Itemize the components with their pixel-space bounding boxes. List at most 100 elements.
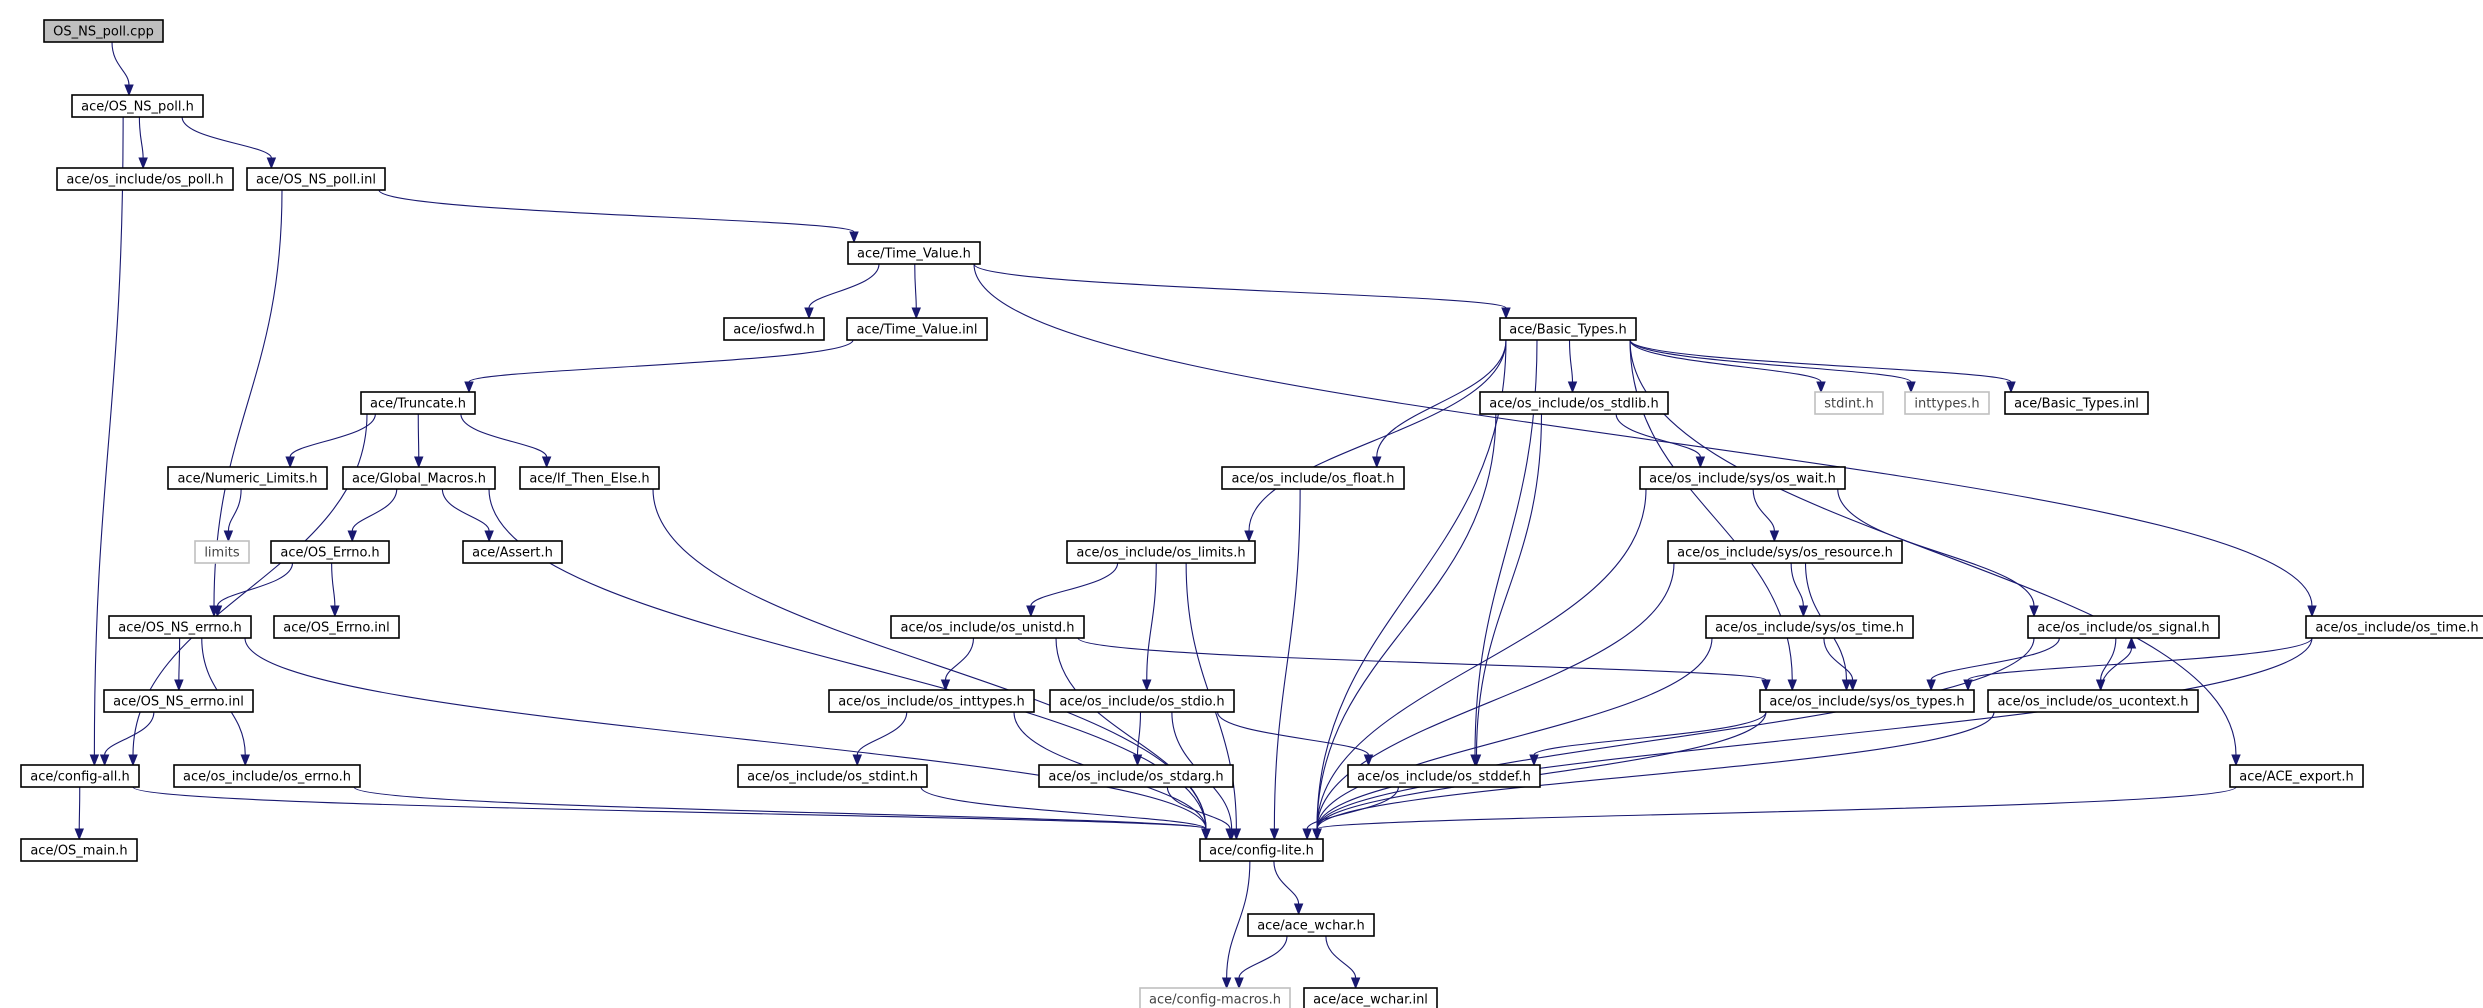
node-box xyxy=(847,241,981,265)
node-ace-os-include-os-time-h[interactable]: ace/os_include/os_time.h xyxy=(2305,615,2483,639)
node-label: ace/ace_wchar.inl xyxy=(1313,993,1428,1008)
edge-line xyxy=(1136,711,1142,756)
node-ace-os-include-os-stdio-h[interactable]: ace/os_include/os_stdio.h xyxy=(1049,689,1235,713)
edge-n25-n32 xyxy=(1077,637,1771,692)
node-ace-os-include-sys-os-types-h[interactable]: ace/os_include/sys/os_types.h xyxy=(1759,689,1975,713)
node-ace-os-include-os-stddef-h[interactable]: ace/os_include/os_stddef.h xyxy=(1347,764,1541,788)
node-ace-ace-export-h[interactable]: ace/ACE_export.h xyxy=(2229,764,2364,788)
node-ace-os-include-os-inttypes-h[interactable]: ace/os_include/os_inttypes.h xyxy=(828,689,1035,713)
node-ace-os-include-os-errno-h[interactable]: ace/os_include/os_errno.h xyxy=(173,764,361,788)
edge-line xyxy=(227,488,242,532)
node-ace-os-include-os-stdlib-h[interactable]: ace/os_include/os_stdlib.h xyxy=(1479,391,1669,415)
node-ace-config-macros-h[interactable]: ace/config-macros.h xyxy=(1139,987,1291,1008)
node-ace-time-value-inl[interactable]: ace/Time_Value.inl xyxy=(846,317,988,341)
node-label: ace/os_include/os_stddef.h xyxy=(1357,770,1531,785)
node-ace-os-include-sys-os-wait-h[interactable]: ace/os_include/sys/os_wait.h xyxy=(1639,466,1846,490)
node-box xyxy=(194,540,250,564)
edge-n34-n41 xyxy=(132,786,1211,841)
edge-arrowhead xyxy=(1841,679,1852,692)
node-label: ace/os_include/sys/os_resource.h xyxy=(1677,546,1893,561)
node-ace-os-include-os-ucontext-h[interactable]: ace/os_include/os_ucontext.h xyxy=(1987,689,2199,713)
edge-arrowhead xyxy=(1847,679,1858,692)
edge-n31-n37 xyxy=(1132,711,1143,767)
edge-arrowhead xyxy=(1201,828,1211,841)
edge-n31-n38 xyxy=(1216,711,1374,767)
edge-line xyxy=(1248,339,1507,532)
edge-arrowhead xyxy=(99,754,110,767)
node-limits[interactable]: limits xyxy=(194,540,250,564)
edge-line xyxy=(1273,488,1301,830)
node-ace-os-ns-poll-h[interactable]: ace/OS_NS_poll.h xyxy=(71,94,204,118)
edge-line xyxy=(417,413,420,458)
node-ace-os-include-os-limits-h[interactable]: ace/os_include/os_limits.h xyxy=(1066,540,1256,564)
node-ace-numeric-limits-h[interactable]: ace/Numeric_Limits.h xyxy=(167,466,328,490)
node-stdint-h[interactable]: stdint.h xyxy=(1814,391,1884,415)
node-ace-os-include-os-signal-h[interactable]: ace/os_include/os_signal.h xyxy=(2027,615,2220,639)
node-ace-ace-wchar-h[interactable]: ace/ace_wchar.h xyxy=(1247,913,1375,937)
node-box xyxy=(108,615,252,639)
edge-n4-n7 xyxy=(973,263,1511,320)
node-box xyxy=(1639,466,1846,490)
node-label: ace/ace_wchar.h xyxy=(1257,919,1365,934)
edge-arrowhead xyxy=(911,307,921,320)
node-ace-os-errno-h[interactable]: ace/OS_Errno.h xyxy=(270,540,390,564)
node-ace-global-macros-h[interactable]: ace/Global_Macros.h xyxy=(342,466,496,490)
node-ace-config-lite-h[interactable]: ace/config-lite.h xyxy=(1199,838,1324,862)
edge-n13-n18 xyxy=(223,488,242,543)
node-ace-os-include-os-stdint-h[interactable]: ace/os_include/os_stdint.h xyxy=(737,764,928,788)
edge-line xyxy=(808,263,880,309)
edge-n4-n5 xyxy=(804,263,880,320)
edge-arrowhead xyxy=(940,679,951,692)
node-box xyxy=(1049,689,1235,713)
node-os-ns-poll-cpp[interactable]: OS_NS_poll.cpp xyxy=(43,19,164,43)
node-ace-os-include-os-float-h[interactable]: ace/os_include/os_float.h xyxy=(1221,466,1405,490)
edge-arrowhead xyxy=(1293,903,1304,916)
node-ace-ace-wchar-inl[interactable]: ace/ace_wchar.inl xyxy=(1303,987,1438,1008)
node-ace-basic-types-inl[interactable]: ace/Basic_Types.inl xyxy=(2004,391,2149,415)
node-box xyxy=(846,317,988,341)
edge-line xyxy=(1226,860,1251,979)
edge-line xyxy=(213,189,283,607)
edge-n42-n43 xyxy=(1234,935,1288,990)
edge-arrowhead xyxy=(1142,679,1152,692)
node-ace-if-then-else-h[interactable]: ace/If_Then_Else.h xyxy=(519,466,660,490)
edge-n41-n43 xyxy=(1221,860,1251,990)
node-ace-iosfwd-h[interactable]: ace/iosfwd.h xyxy=(723,317,825,341)
node-label: ace/os_include/os_time.h xyxy=(2315,621,2478,636)
edge-n41-n42 xyxy=(1273,860,1304,916)
edge-arrowhead xyxy=(330,605,340,618)
node-box xyxy=(2027,615,2220,639)
edge-arrowhead xyxy=(74,828,84,841)
node-ace-os-include-os-stdarg-h[interactable]: ace/os_include/os_stdarg.h xyxy=(1038,764,1234,788)
node-ace-os-include-sys-os-time-h[interactable]: ace/os_include/sys/os_time.h xyxy=(1705,615,1914,639)
edge-arrowhead xyxy=(1926,679,1936,692)
edge-n14-n19 xyxy=(347,488,398,543)
node-ace-truncate-h[interactable]: ace/Truncate.h xyxy=(360,391,476,415)
node-inttypes-h[interactable]: inttypes.h xyxy=(1904,391,1990,415)
node-box xyxy=(1199,838,1324,862)
edge-line xyxy=(1837,488,2035,607)
node-ace-os-include-os-poll-h[interactable]: ace/os_include/os_poll.h xyxy=(56,167,234,191)
node-ace-os-main-h[interactable]: ace/OS_main.h xyxy=(20,838,138,862)
node-ace-os-include-sys-os-resource-h[interactable]: ace/os_include/sys/os_resource.h xyxy=(1667,540,1903,564)
node-ace-basic-types-h[interactable]: ace/Basic_Types.h xyxy=(1499,317,1637,341)
edge-n8-n14 xyxy=(414,413,424,469)
node-ace-time-value-h[interactable]: ace/Time_Value.h xyxy=(847,241,981,265)
node-label: ace/os_include/os_stdio.h xyxy=(1059,695,1224,710)
node-ace-config-all-h[interactable]: ace/config-all.h xyxy=(20,764,140,788)
node-label: ace/ACE_export.h xyxy=(2239,770,2353,785)
node-box xyxy=(56,167,234,191)
node-ace-os-ns-errno-h[interactable]: ace/OS_NS_errno.h xyxy=(108,615,252,639)
node-ace-os-ns-errno-inl[interactable]: ace/OS_NS_errno.inl xyxy=(103,689,254,713)
node-ace-os-include-os-unistd-h[interactable]: ace/os_include/os_unistd.h xyxy=(890,615,1085,639)
node-ace-assert-h[interactable]: ace/Assert.h xyxy=(462,540,563,564)
node-ace-os-ns-poll-inl[interactable]: ace/OS_NS_poll.inl xyxy=(246,167,386,191)
edge-line xyxy=(378,189,855,233)
edge-arrowhead xyxy=(541,456,552,469)
node-label: ace/os_include/os_ucontext.h xyxy=(1997,695,2188,710)
node-ace-os-errno-inl[interactable]: ace/OS_Errno.inl xyxy=(273,615,400,639)
node-box xyxy=(2305,615,2483,639)
node-label: ace/config-macros.h xyxy=(1149,993,1281,1008)
edge-n39-n41 xyxy=(1312,786,2237,841)
